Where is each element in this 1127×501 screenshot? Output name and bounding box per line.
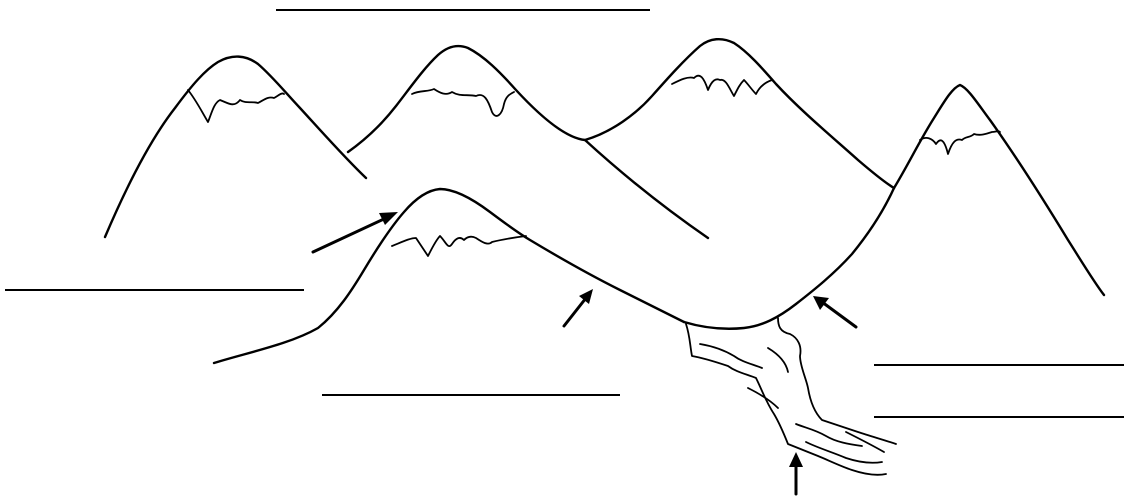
stream-channel-2 [748, 388, 778, 408]
stream-channel-1 [700, 344, 762, 368]
front-mountain-snowcap [392, 236, 526, 256]
arrow-outwash [789, 452, 803, 494]
arrow-valley-edge-head [813, 296, 829, 310]
arrow-slope-head [579, 289, 593, 304]
label-input-bottom-center[interactable] [322, 372, 620, 394]
glacier-valley [684, 188, 894, 329]
label-input-right-lower[interactable] [874, 394, 1124, 416]
left-mountain [105, 57, 366, 237]
label-input-right-upper[interactable] [874, 342, 1124, 364]
stream-right-bank [778, 318, 896, 444]
arrow-peak [313, 212, 398, 252]
left-mountain-snowcap [188, 90, 284, 122]
center-left-mountain [348, 46, 708, 238]
arrow-valley-edge [813, 296, 856, 327]
label-input-left[interactable] [5, 267, 304, 289]
arrow-outwash-head [789, 452, 803, 467]
right-mountain [894, 85, 1104, 295]
center-left-mountain-snowcap [412, 89, 514, 116]
center-right-mountain [585, 39, 894, 188]
center-right-mountain-snowcap [672, 76, 772, 96]
arrow-slope [564, 289, 593, 326]
right-mountain-snowcap [920, 131, 1000, 154]
label-input-top[interactable] [276, 0, 650, 10]
stream-channel-3 [768, 348, 788, 372]
meltwater-stream [686, 318, 896, 475]
stream-left-bank [686, 324, 886, 475]
